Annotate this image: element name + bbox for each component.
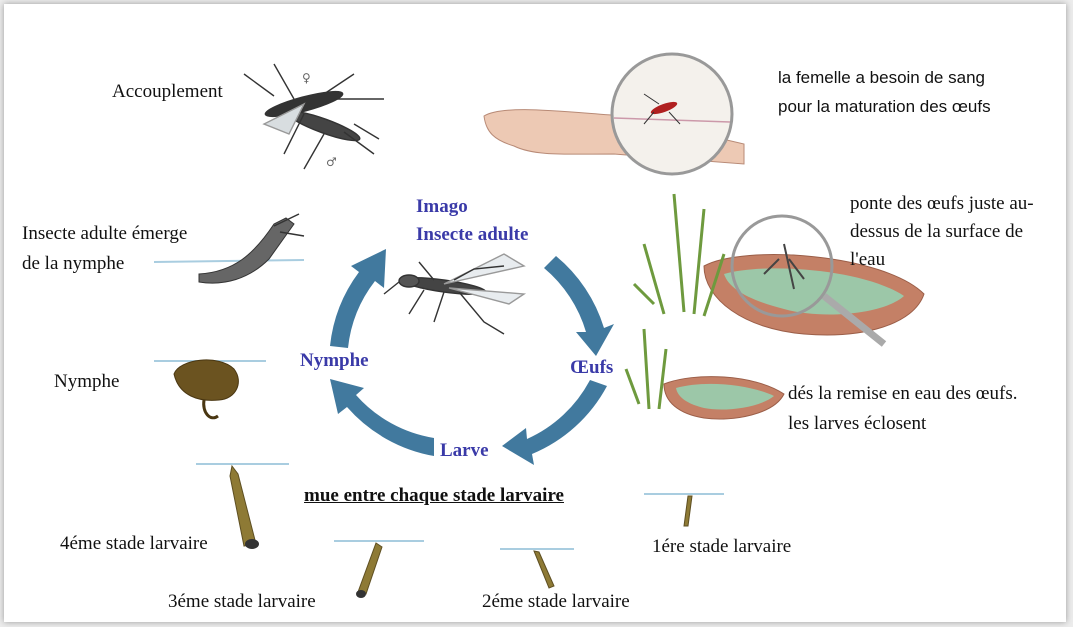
arrow-oeufs-to-larve [502, 380, 607, 465]
svg-text:♂: ♂ [326, 155, 337, 169]
label-stade1: 1ére stade larvaire [652, 535, 791, 559]
arrow-larve-to-nymphe [330, 379, 434, 456]
larva-stage3-icon [334, 541, 424, 598]
hatching-dish-icon [626, 329, 784, 419]
cycle-label-insecte-adulte: Insecte adulte [416, 223, 528, 247]
label-stade4: 4éme stade larvaire [60, 532, 208, 556]
life-cycle-diagram: ♀ ♂ [4, 4, 1066, 622]
label-remise-line1: dés la remise en eau des œufs. [788, 382, 1018, 406]
arm-magnifier-icon [484, 54, 744, 174]
arrow-imago-to-oeufs [544, 256, 614, 356]
label-femelle-line2: pour la maturation des œufs [778, 94, 991, 120]
adult-mosquito-icon [384, 254, 524, 334]
label-ponte-line3: l'eau [850, 248, 885, 272]
label-mue: mue entre chaque stade larvaire [304, 485, 564, 507]
pupa-icon [154, 360, 266, 418]
label-stade2: 2éme stade larvaire [482, 590, 630, 614]
cycle-label-nymphe: Nymphe [300, 349, 369, 373]
label-ponte-line1: ponte des œufs juste au- [850, 192, 1034, 216]
svg-text:♀: ♀ [302, 71, 311, 85]
label-stade3: 3éme stade larvaire [168, 590, 316, 614]
label-nymphe: Nymphe [54, 370, 119, 394]
label-remise-line2: les larves éclosent [788, 412, 926, 436]
arrow-nymphe-to-imago [330, 249, 386, 348]
larva-stage2-icon [500, 549, 574, 588]
label-accouplement: Accouplement [112, 80, 223, 104]
larva-stage1-icon [644, 494, 724, 526]
label-emerge-line1: Insecte adulte émerge [22, 222, 187, 246]
cycle-label-oeufs: Œufs [570, 356, 613, 380]
label-femelle-line1: la femelle a besoin de sang [778, 65, 985, 91]
cycle-label-imago: Imago [416, 195, 468, 219]
cycle-label-larve: Larve [440, 439, 489, 463]
label-ponte-line2: dessus de la surface de [850, 220, 1023, 244]
larva-stage4-icon [196, 464, 289, 549]
label-emerge-line2: de la nymphe [22, 252, 124, 276]
mating-mosquitoes-icon: ♀ ♂ [244, 64, 384, 169]
